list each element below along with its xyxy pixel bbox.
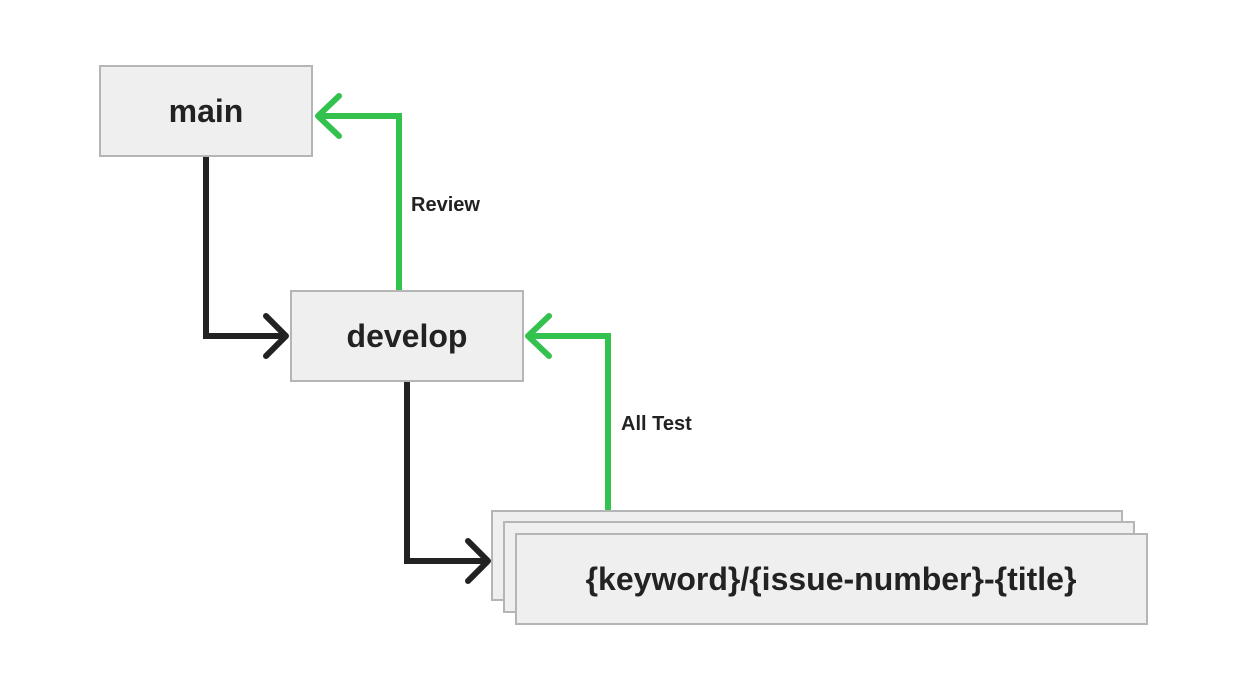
edge-develop-to-feature-line (404, 381, 486, 564)
edge-label-all-test: All Test (621, 413, 692, 435)
edge-main-to-develop-arrowhead (263, 313, 289, 359)
edge-develop-to-main-arrowhead (315, 93, 342, 139)
node-main: main (99, 65, 313, 157)
node-feature-stack: {keyword}/{issue-number}-{title} (491, 510, 1148, 625)
node-develop-label: develop (347, 318, 468, 354)
edge-feature-to-develop-line (530, 333, 611, 511)
node-develop-box (290, 290, 524, 382)
edge-feature-to-develop-arrowhead (525, 313, 552, 359)
edge-develop-to-main: Review (315, 93, 480, 291)
edge-develop-to-feature-arrowhead (465, 538, 491, 584)
edge-develop-to-feature (404, 381, 491, 584)
edge-feature-to-develop: All Test (525, 313, 692, 511)
node-main-label: main (169, 93, 244, 129)
node-develop: develop (290, 290, 524, 382)
edge-label-review: Review (411, 194, 480, 216)
edge-main-to-develop-line (203, 156, 284, 339)
node-main-box (99, 65, 313, 157)
node-feature-label: {keyword}/{issue-number}-{title} (586, 561, 1077, 597)
node-feature-box-front (515, 533, 1148, 625)
edge-develop-to-main-line (320, 113, 402, 291)
edge-main-to-develop (203, 156, 289, 359)
